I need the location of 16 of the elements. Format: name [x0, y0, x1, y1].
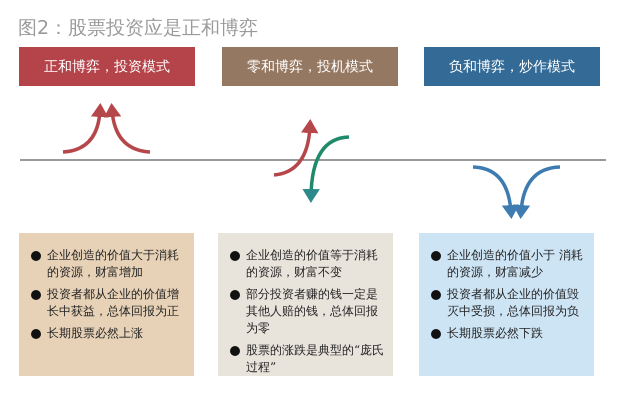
text-panel: [218, 233, 393, 376]
bullet-text: 部分投资者赚的钱一定是其他人赔的钱，总体回报为零: [246, 287, 378, 335]
bullet-text: 投资者都从企业的价值增长中获益，总体回报为正: [47, 287, 179, 318]
bullet-text: 长期股票必然上涨: [47, 326, 143, 340]
bullet-text: 股票的涨跌是典型的“庞氏过程”: [246, 343, 384, 374]
heading-box: 正和博弈，投资模式: [19, 47, 195, 86]
figure-title: 图2：股票投资应是正和博弈: [18, 16, 258, 41]
bullet-text: 长期股票必然下跌: [447, 326, 543, 340]
heading-box: 零和博弈，投机模式: [222, 47, 398, 86]
bullet-text: 企业创造的价值等于消耗的资源，财富不变: [246, 248, 378, 279]
heading-box: 负和博弈，炒作模式: [424, 47, 600, 86]
text-panel: [419, 233, 594, 376]
bullet-text: 企业创造的价值大于消耗的资源，财富增加: [47, 248, 179, 279]
bullet-text: 企业创造的价值小于 消耗的资源，财富减少: [447, 248, 583, 279]
text-panel: [19, 233, 194, 376]
bullet-text: 投资者都从企业的价值毁灭中受损，总体回报为负: [447, 287, 579, 318]
